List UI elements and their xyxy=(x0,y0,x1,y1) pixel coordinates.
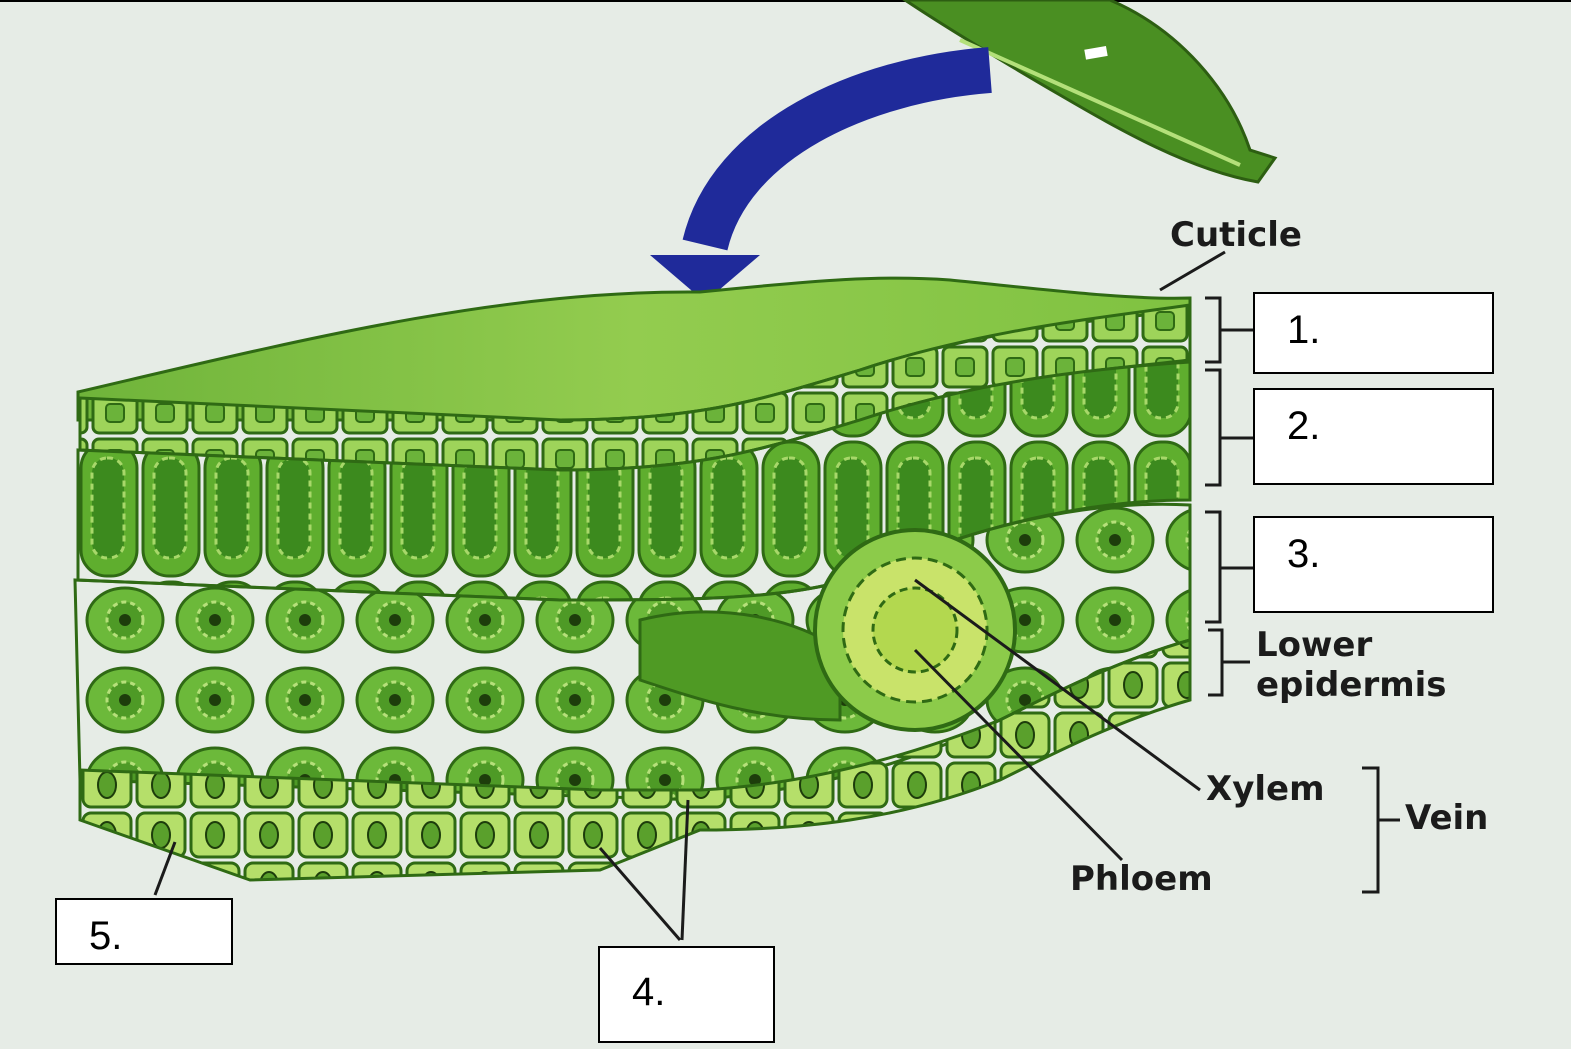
answer-box-5[interactable]: 5. xyxy=(55,898,233,965)
phloem-label: Phloem xyxy=(1070,862,1213,896)
answer-box-3[interactable]: 3. xyxy=(1253,516,1494,613)
lower-epidermis-label-line2: epidermis xyxy=(1256,666,1447,704)
answer-box-2[interactable]: 2. xyxy=(1253,388,1494,485)
lower-epidermis-label-line1: Lower xyxy=(1256,626,1372,664)
cuticle-label: Cuticle xyxy=(1170,218,1302,252)
answer-box-4[interactable]: 4. xyxy=(598,946,775,1043)
answer-box-1[interactable]: 1. xyxy=(1253,292,1494,374)
xylem-label: Xylem xyxy=(1206,772,1325,806)
vein-label: Vein xyxy=(1405,801,1488,835)
